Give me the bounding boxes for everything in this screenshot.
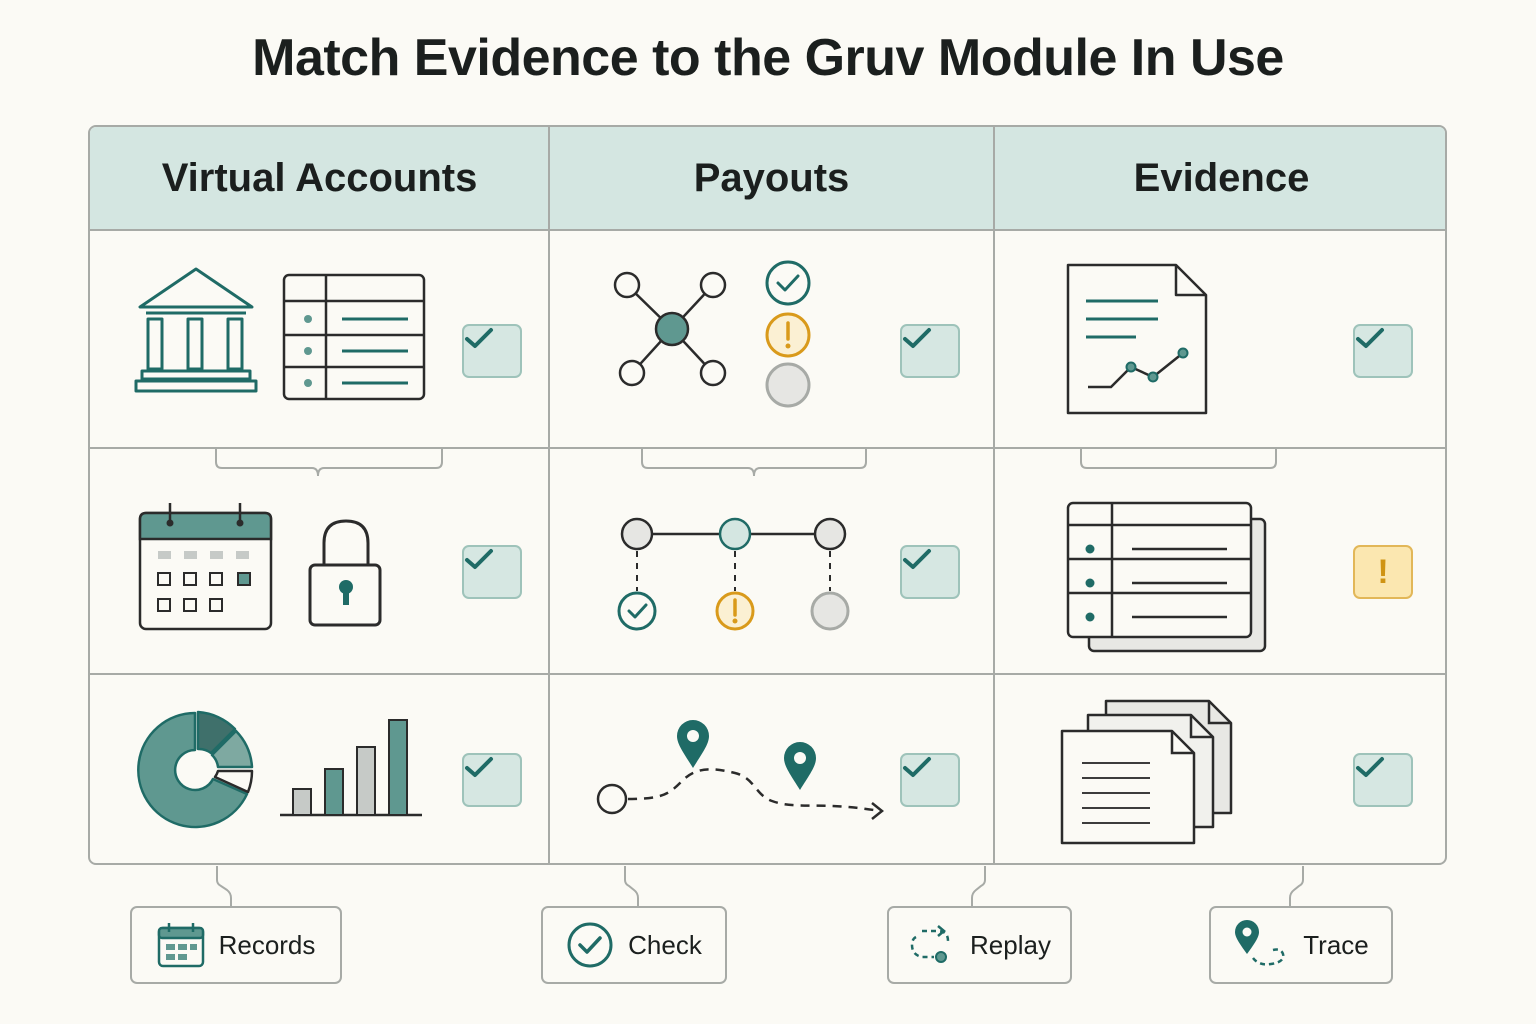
tag-records: Records [130,906,342,984]
cell-payouts-1 [550,231,993,447]
stacked-ledger-icon [1066,501,1267,653]
tag-replay: Replay [887,906,1072,984]
tag-check: Check [541,906,727,984]
tag-label: Records [218,929,316,960]
column-header-virtual-accounts: Virtual Accounts [90,127,549,231]
tag-connector [1289,866,1304,906]
padlock-icon [308,519,382,627]
check-icon [1356,757,1384,777]
status-check-badge [462,324,522,378]
check-icon [903,757,931,777]
cell-evidence-3 [995,675,1445,863]
evidence-matrix: Virtual Accounts Payouts Evidence [88,125,1447,865]
location-trace-icon [1235,920,1285,966]
check-icon [1356,328,1384,348]
cell-virtual-accounts-1 [90,231,548,447]
cell-evidence-2: ! [995,449,1445,673]
check-icon [465,757,493,777]
document-stack-icon [1060,699,1233,845]
exclamation-icon: ! [1377,552,1389,591]
cell-virtual-accounts-2 [90,449,548,673]
network-node-icon [613,271,727,387]
column-divider [548,127,550,863]
status-list-icon [765,260,811,408]
account-ledger-icon [282,273,426,401]
tag-connector [624,866,639,906]
bar-chart-icon [280,719,422,817]
row-divider [90,447,1445,449]
cell-payouts-2 [550,449,993,673]
status-check-badge [462,753,522,807]
cell-payouts-3 [550,675,993,863]
status-check-badge [900,753,960,807]
column-divider [993,127,995,863]
bank-icon [134,267,258,393]
tag-connector [216,866,232,906]
tag-label: Check [628,929,702,960]
calendar-icon [157,923,204,968]
check-icon [903,549,931,569]
row-divider [90,673,1445,675]
payout-timeline-icon [617,517,850,631]
status-check-badge [900,324,960,378]
status-check-badge [1353,324,1413,378]
cell-evidence-1 [995,231,1445,447]
tag-connector [971,866,986,906]
check-circle-icon [567,922,613,968]
calendar-icon [138,503,273,631]
tag-trace: Trace [1209,906,1393,984]
page-title: Match Evidence to the Gruv Module In Use [252,29,1284,87]
check-icon [465,549,493,569]
donut-chart-icon [137,710,254,829]
route-map-icon [596,720,885,820]
column-header-evidence: Evidence [994,127,1445,231]
document-chart-icon [1066,263,1208,415]
status-warning-badge: ! [1353,545,1413,599]
replay-icon [910,925,950,963]
check-icon [903,328,931,348]
status-check-badge [1353,753,1413,807]
tag-label: Trace [1303,929,1369,960]
status-check-badge [462,545,522,599]
status-check-badge [900,545,960,599]
tag-label: Replay [970,929,1051,960]
column-header-payouts: Payouts [549,127,994,231]
cell-virtual-accounts-3 [90,675,548,863]
check-icon [465,328,493,348]
